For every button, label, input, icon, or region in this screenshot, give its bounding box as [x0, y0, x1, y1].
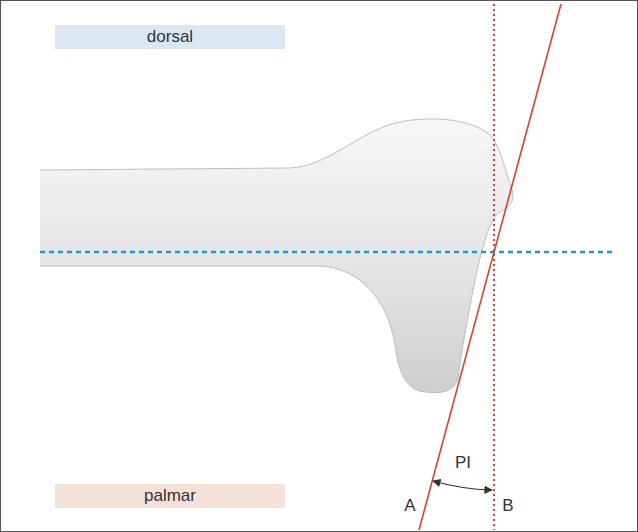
region-name: dorsal	[147, 27, 193, 47]
line-letter: B	[502, 497, 513, 514]
line-letter: A	[404, 497, 415, 514]
region-band: dorsal	[55, 25, 285, 49]
angle-arc	[433, 481, 492, 490]
region-name: palmar	[144, 486, 196, 506]
angle-label: PI	[455, 454, 471, 471]
region-band: palmar	[55, 484, 285, 508]
articular-tangent-line	[419, 4, 561, 530]
shaft-axis	[40, 251, 612, 254]
bone-outline	[40, 119, 513, 393]
radius-bone	[40, 119, 513, 393]
perpendicular-line	[493, 4, 495, 530]
